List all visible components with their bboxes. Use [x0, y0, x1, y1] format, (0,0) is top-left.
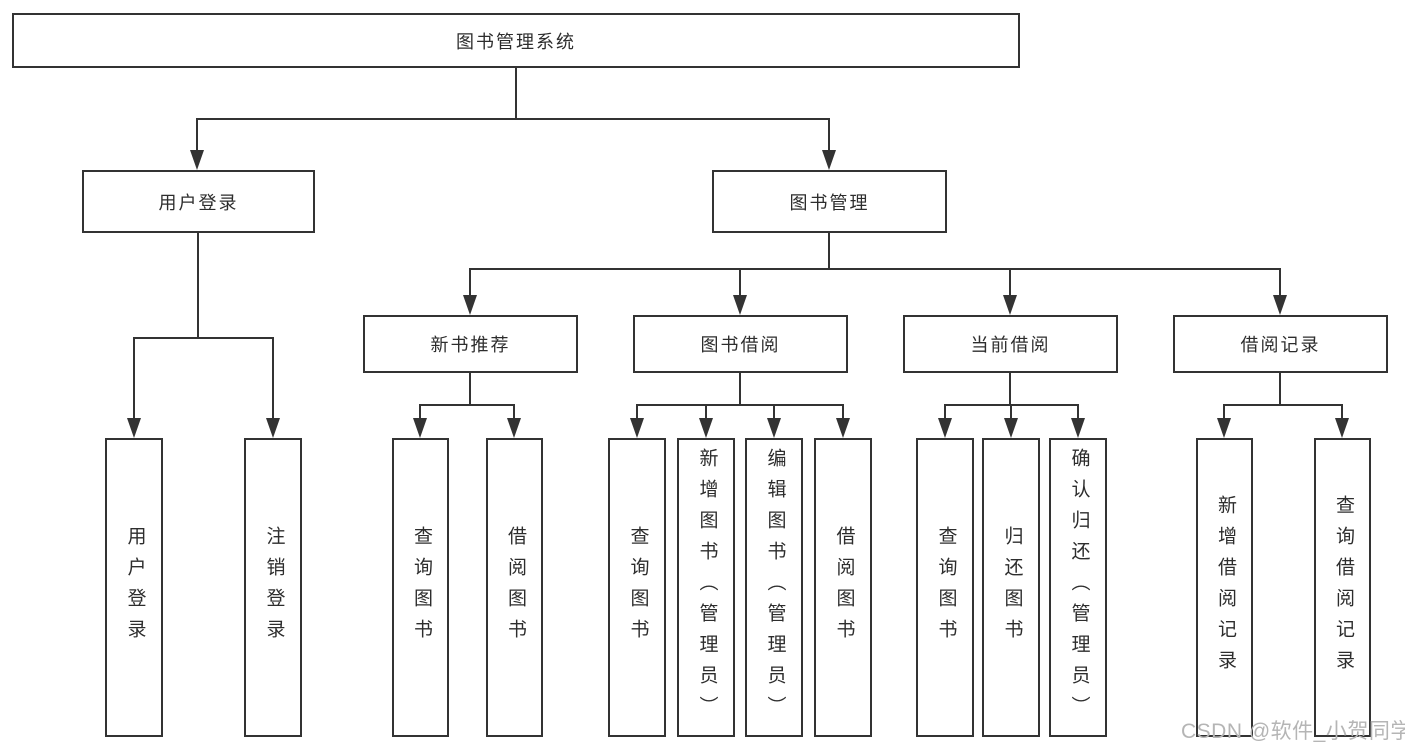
node-leaf-br-query-record: 查询借阅记录 [1314, 438, 1371, 737]
connector-stem-new-book-rec [469, 268, 471, 297]
arrow-down-icon-leaf-login [127, 418, 141, 438]
node-user-login: 用户登录 [82, 170, 315, 233]
connector-level3-rail [469, 268, 1281, 270]
arrow-down-icon-bb-add [699, 418, 713, 438]
node-leaf-bb-borrow-book: 借阅图书 [814, 438, 872, 737]
connector-stem-cb-return [1010, 404, 1012, 420]
connector-stem-leaf-login [133, 337, 135, 420]
node-leaf-rec-query-book-label: 查询图书 [410, 525, 432, 650]
node-book-mgmt-label: 图书管理 [789, 192, 870, 213]
arrow-down-icon-current-borrow [1003, 295, 1017, 315]
connector-book-borrow-rail [636, 404, 844, 406]
node-leaf-bb-borrow-book-label: 借阅图书 [833, 525, 855, 650]
connector-current-borrow-stub [1009, 373, 1011, 406]
connector-new-book-rec-stub [469, 373, 471, 406]
node-borrow-record: 借阅记录 [1173, 315, 1388, 373]
node-leaf-cb-return-book: 归还图书 [982, 438, 1040, 737]
node-leaf-cb-return-book-label: 归还图书 [1001, 525, 1023, 650]
node-book-borrow-label: 图书借阅 [700, 335, 781, 355]
node-leaf-user-login-label: 用户登录 [124, 525, 146, 650]
connector-borrow-record-rail [1223, 404, 1343, 406]
node-leaf-rec-borrow-book-label: 借阅图书 [504, 525, 526, 650]
csdn-watermark: CSDN @软件_小贺同学 [1181, 720, 1405, 743]
arrow-down-icon-cb-confirm [1071, 418, 1085, 438]
arrow-down-icon-bb-edit [767, 418, 781, 438]
node-leaf-cb-query-book: 查询图书 [916, 438, 974, 737]
arrow-down-icon-cb-query [938, 418, 952, 438]
connector-stem-borrow-record [1279, 268, 1281, 297]
connector-borrow-record-stub [1279, 373, 1281, 406]
connector-level2-rail [196, 118, 830, 120]
node-root-label: 图书管理系统 [456, 31, 576, 52]
connector-book-mgmt-stub [828, 233, 830, 270]
connector-stem-cb-query [944, 404, 946, 420]
arrow-down-icon-cb-return [1004, 418, 1018, 438]
node-current-borrow: 当前借阅 [903, 315, 1118, 373]
connector-book-borrow-stub [739, 373, 741, 406]
connector-stem-cb-confirm [1077, 404, 1079, 420]
connector-user-login-rail [133, 337, 274, 339]
node-leaf-bb-edit-book-label: 编辑图书（管理员） [764, 448, 786, 727]
connector-stem-rec-query [419, 404, 421, 420]
node-leaf-logout: 注销登录 [244, 438, 302, 737]
connector-user-login-stub [197, 233, 199, 339]
arrow-down-icon-br-query [1335, 418, 1349, 438]
node-user-login-label: 用户登录 [158, 192, 239, 213]
arrow-down-icon-borrow-record [1273, 295, 1287, 315]
connector-stem-bb-add [705, 404, 707, 420]
node-leaf-bb-add-book-label: 新增图书（管理员） [696, 448, 718, 727]
node-leaf-bb-query-book: 查询图书 [608, 438, 666, 737]
connector-stem-br-query [1341, 404, 1343, 420]
node-leaf-user-login: 用户登录 [105, 438, 163, 737]
arrow-down-icon-rec-borrow [507, 418, 521, 438]
connector-stem-current-borrow [1009, 268, 1011, 297]
node-leaf-cb-confirm-return-label: 确认归还（管理员） [1068, 448, 1090, 727]
node-leaf-cb-query-book-label: 查询图书 [935, 525, 957, 650]
arrow-down-icon-bb-query [630, 418, 644, 438]
node-leaf-br-add-record-label: 新增借阅记录 [1214, 494, 1236, 681]
arrow-down-icon-br-add [1217, 418, 1231, 438]
node-leaf-rec-borrow-book: 借阅图书 [486, 438, 543, 737]
connector-new-book-rec-rail [419, 404, 515, 406]
node-leaf-bb-query-book-label: 查询图书 [627, 525, 649, 650]
arrow-down-icon-book-mgmt [822, 150, 836, 170]
connector-stem-bb-borrow [842, 404, 844, 420]
node-book-borrow: 图书借阅 [633, 315, 848, 373]
arrow-down-icon-bb-borrow [836, 418, 850, 438]
node-leaf-bb-add-book: 新增图书（管理员） [677, 438, 735, 737]
arrow-down-icon-new-book-rec [463, 295, 477, 315]
connector-stem-user-login [196, 118, 198, 152]
connector-root-stub [515, 68, 517, 120]
node-leaf-bb-edit-book: 编辑图书（管理员） [745, 438, 803, 737]
arrow-down-icon-leaf-logout [266, 418, 280, 438]
node-root: 图书管理系统 [12, 13, 1020, 68]
connector-stem-br-add [1223, 404, 1225, 420]
connector-stem-bb-edit [773, 404, 775, 420]
node-new-book-rec-label: 新书推荐 [430, 335, 511, 355]
connector-stem-rec-borrow [513, 404, 515, 420]
node-leaf-cb-confirm-return: 确认归还（管理员） [1049, 438, 1107, 737]
node-leaf-rec-query-book: 查询图书 [392, 438, 449, 737]
node-leaf-logout-label: 注销登录 [263, 525, 285, 650]
arrow-down-icon-book-borrow [733, 295, 747, 315]
arrow-down-icon-rec-query [413, 418, 427, 438]
node-leaf-br-query-record-label: 查询借阅记录 [1332, 494, 1354, 681]
arrow-down-icon-user-login [190, 150, 204, 170]
connector-stem-book-borrow [739, 268, 741, 297]
connector-stem-book-mgmt [828, 118, 830, 152]
node-new-book-rec: 新书推荐 [363, 315, 578, 373]
node-leaf-br-add-record: 新增借阅记录 [1196, 438, 1253, 737]
connector-stem-leaf-logout [272, 337, 274, 420]
connector-stem-bb-query [636, 404, 638, 420]
node-book-mgmt: 图书管理 [712, 170, 947, 233]
node-current-borrow-label: 当前借阅 [970, 335, 1051, 355]
node-borrow-record-label: 借阅记录 [1240, 335, 1321, 355]
